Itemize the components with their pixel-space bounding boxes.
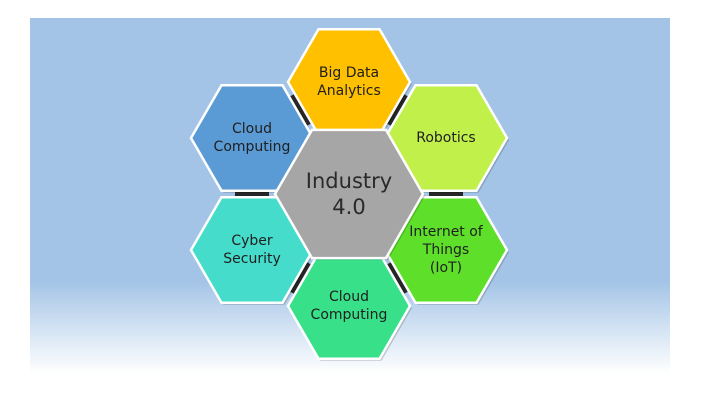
hex-center (273, 128, 425, 260)
hexagons (189, 27, 509, 361)
